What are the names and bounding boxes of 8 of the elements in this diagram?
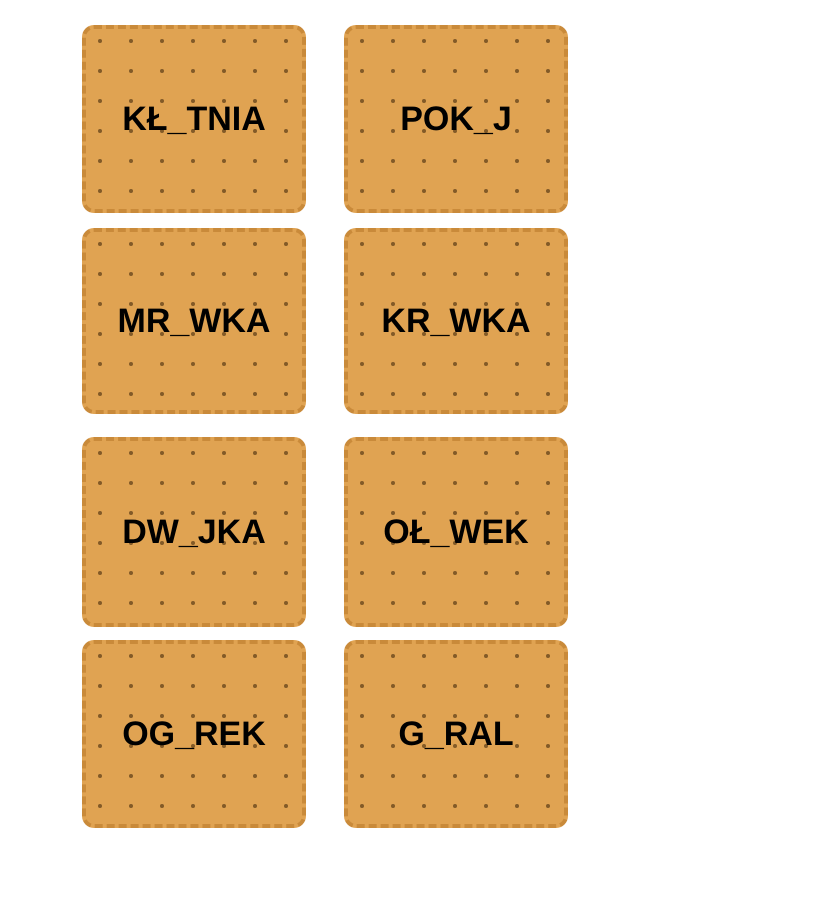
word-with-gap: MR_WKA [118, 300, 270, 342]
word-with-gap: OŁ_WEK [383, 512, 529, 552]
word-with-gap: G_RAL [398, 714, 514, 754]
word-with-gap: DW_JKA [122, 512, 266, 552]
word-with-gap: KŁ_TNIA [122, 98, 266, 140]
word-with-gap: POK_J [400, 98, 512, 140]
word-with-gap: KR_WKA [381, 300, 531, 342]
word-with-gap: OG_REK [122, 714, 266, 754]
